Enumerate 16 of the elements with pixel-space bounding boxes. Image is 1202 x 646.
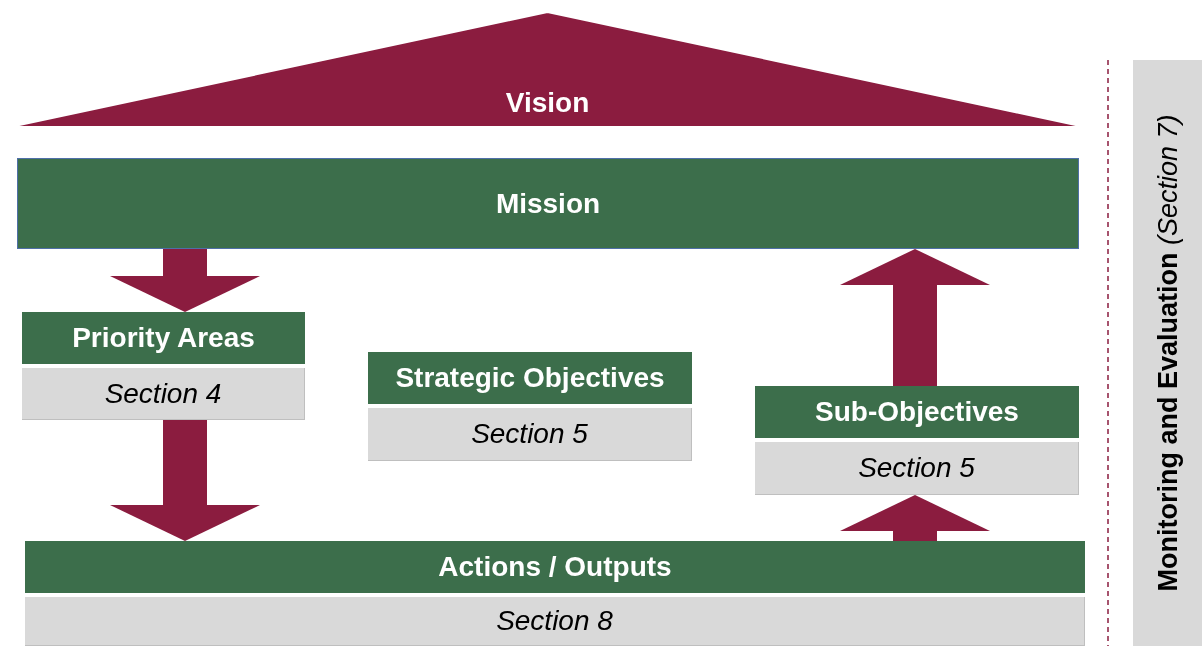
card-header: Strategic Objectives (368, 352, 692, 404)
card-header: Actions / Outputs (25, 541, 1085, 593)
section-reference: Section 4 (22, 368, 305, 420)
card-header: Priority Areas (22, 312, 305, 364)
section-reference: Section 8 (25, 597, 1085, 646)
block-arrow (840, 249, 990, 386)
block-arrow (840, 495, 990, 541)
vision-label: Vision (505, 89, 590, 117)
block-arrow (110, 249, 260, 312)
block-arrow (110, 420, 260, 541)
section-reference: Section 5 (368, 408, 692, 461)
section-reference: Section 5 (755, 442, 1079, 495)
side-bar (1133, 60, 1202, 646)
side-bar-label: Monitoring and Evaluation (Section 7) (1151, 114, 1184, 592)
mission-band: Mission (17, 158, 1079, 249)
card-header: Sub-Objectives (755, 386, 1079, 438)
